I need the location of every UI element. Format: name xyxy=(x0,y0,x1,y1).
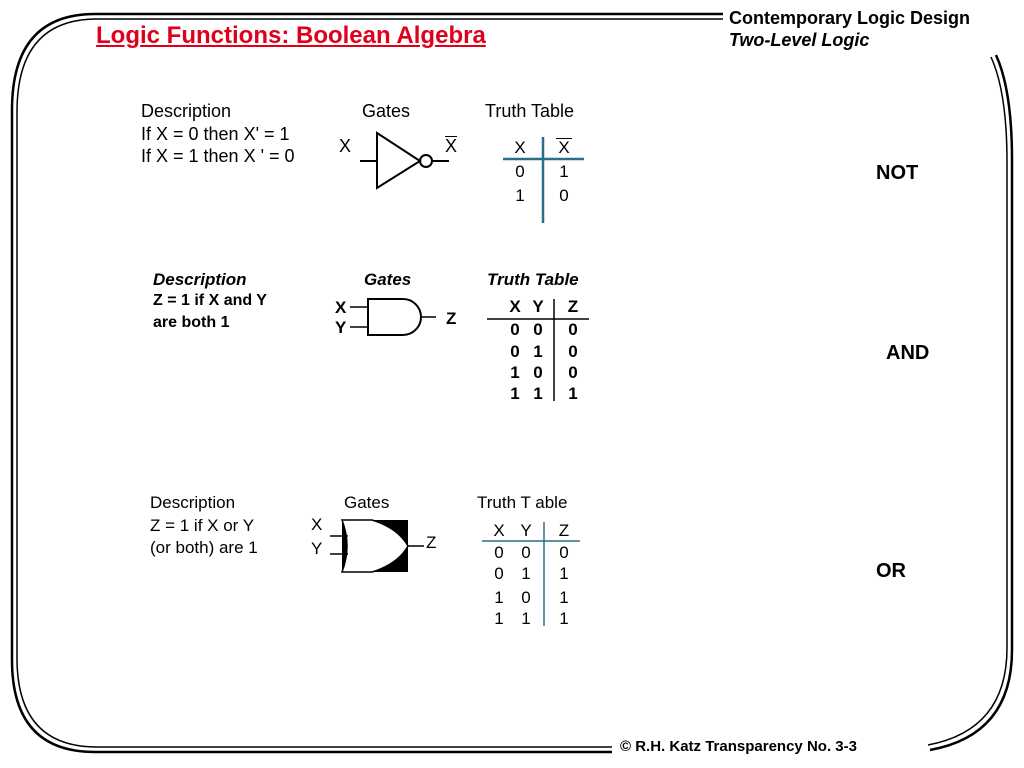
or-gate-output-z: Z xyxy=(426,533,437,552)
not-gates-heading: Gates xyxy=(362,101,411,121)
and-tt-cell: 1 xyxy=(533,342,543,361)
and-tt-col-y: Y xyxy=(532,297,544,316)
not-tt-cell: 0 xyxy=(559,186,569,205)
and-gate-output-z: Z xyxy=(446,309,457,328)
slide-title: Logic Functions: Boolean Algebra xyxy=(96,22,486,49)
or-tt-col-z: Z xyxy=(558,521,570,540)
and-tt-col-z: Z xyxy=(567,297,579,316)
not-gate-output-label: X xyxy=(445,136,458,156)
not-gate-symbol xyxy=(360,131,449,190)
and-tt-cell: 0 xyxy=(568,342,578,361)
or-description-line1: Z = 1 if X or Y xyxy=(150,516,255,535)
and-truth-table-lines xyxy=(487,299,589,401)
or-tt-cell: 1 xyxy=(559,564,569,583)
and-tt-cell: 0 xyxy=(510,342,520,361)
or-description-heading: Description xyxy=(150,493,236,512)
and-tt-cell: 0 xyxy=(568,320,578,339)
and-tt-cell: 1 xyxy=(568,384,578,403)
not-function-label: NOT xyxy=(876,162,919,184)
or-tt-cell: 1 xyxy=(521,609,531,628)
or-tt-cell: 1 xyxy=(494,588,504,607)
not-gate-input-label: X xyxy=(339,136,352,156)
and-description-line2: are both 1 xyxy=(153,314,230,331)
and-tt-cell: 0 xyxy=(510,320,520,339)
and-tt-cell: 0 xyxy=(533,363,543,382)
course-title: Contemporary Logic Design xyxy=(729,8,971,28)
not-truth-table-heading: Truth Table xyxy=(485,101,575,121)
or-gate-symbol xyxy=(330,519,424,573)
or-tt-cell: 0 xyxy=(521,543,531,562)
and-function-label: AND xyxy=(886,342,930,364)
or-tt-col-x: X xyxy=(493,521,505,540)
not-tt-col-xbar: X xyxy=(556,138,572,156)
topic-subtitle: Two-Level Logic xyxy=(729,30,870,50)
and-gate-input-x: X xyxy=(335,298,347,317)
or-tt-cell: 1 xyxy=(559,588,569,607)
and-gate-input-y: Y xyxy=(335,318,347,337)
or-tt-cell: 1 xyxy=(521,564,531,583)
and-gate-symbol xyxy=(350,298,436,336)
and-tt-col-x: X xyxy=(509,297,521,316)
or-tt-cell: 1 xyxy=(494,609,504,628)
and-tt-cell: 0 xyxy=(568,363,578,382)
not-tt-cell: 0 xyxy=(515,162,525,181)
not-description-line2: If X = 1 then X ' = 0 xyxy=(141,146,295,166)
and-description-heading: Description xyxy=(153,270,247,289)
not-tt-col-x: X xyxy=(514,138,526,157)
and-truth-table-heading: Truth Table xyxy=(487,270,579,289)
or-tt-cell: 0 xyxy=(494,543,504,562)
or-tt-cell: 1 xyxy=(559,609,569,628)
or-gate-input-y: Y xyxy=(311,539,323,558)
footer-credit: © R.H. Katz Transparency No. 3-3 xyxy=(620,738,857,755)
or-function-label: OR xyxy=(876,560,906,582)
or-gate-input-x: X xyxy=(311,515,323,534)
or-gates-heading: Gates xyxy=(344,493,390,512)
not-truth-table-lines xyxy=(503,137,584,223)
not-description-line1: If X = 0 then X' = 1 xyxy=(141,124,290,144)
and-description-line1: Z = 1 if X and Y xyxy=(153,292,267,309)
or-truth-table-lines xyxy=(482,522,580,626)
and-tt-cell: 1 xyxy=(533,384,543,403)
and-tt-cell: 1 xyxy=(510,363,520,382)
or-tt-col-y: Y xyxy=(520,521,532,540)
or-truth-table-heading: Truth T able xyxy=(477,493,568,512)
or-tt-cell: 0 xyxy=(559,543,569,562)
or-tt-cell: 0 xyxy=(521,588,531,607)
and-tt-cell: 0 xyxy=(533,320,543,339)
and-tt-cell: 1 xyxy=(510,384,520,403)
and-gates-heading: Gates xyxy=(364,270,412,289)
not-description-heading: Description xyxy=(141,101,232,121)
not-tt-cell: 1 xyxy=(559,162,569,181)
not-tt-cell: 1 xyxy=(515,186,525,205)
or-description-line2: (or both) are 1 xyxy=(150,538,258,557)
or-tt-cell: 0 xyxy=(494,564,504,583)
